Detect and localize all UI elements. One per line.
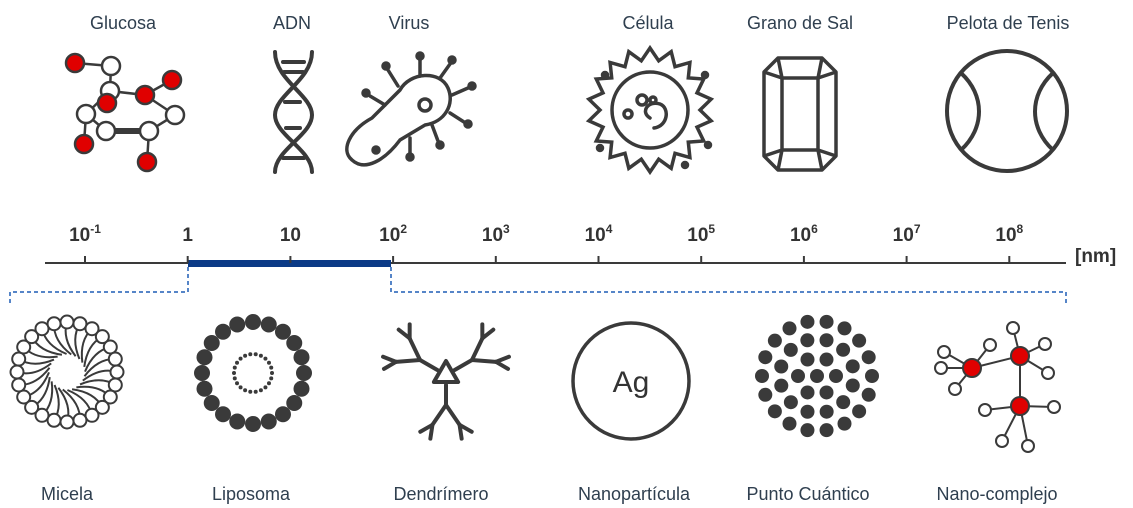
highlight-range-bar xyxy=(188,260,391,267)
top-label-pelota-de-tenis: Pelota de Tenis xyxy=(947,13,1070,33)
bracket-right xyxy=(390,267,1067,303)
scale-tick-label: 105 xyxy=(687,222,715,246)
quantum-dot-icon xyxy=(755,314,879,438)
bottom-label-nanoparticula: Nanopartícula xyxy=(578,484,691,504)
nanoparticle-icon: Ag xyxy=(571,321,691,441)
top-label-celula: Célula xyxy=(622,13,674,33)
bracket-left xyxy=(9,267,189,303)
scale-tick-label: 1 xyxy=(182,225,193,246)
cell-icon xyxy=(585,44,715,176)
top-label-adn: ADN xyxy=(273,13,311,33)
bottom-label-nano-complejo: Nano-complejo xyxy=(936,484,1057,504)
top-label-grano-de-sal: Grano de Sal xyxy=(747,13,853,33)
liposome-icon xyxy=(194,314,312,432)
dna-icon xyxy=(272,50,315,174)
nano-complex-icon xyxy=(934,321,1061,453)
dendrimer-icon xyxy=(381,322,511,441)
tennis-ball-icon xyxy=(945,49,1069,173)
scale-tick-label: 10-1 xyxy=(69,222,101,246)
scale-tick-label: 107 xyxy=(893,222,921,246)
top-label-virus: Virus xyxy=(389,13,430,33)
virus-icon xyxy=(345,51,477,167)
micelle-icon xyxy=(9,314,125,430)
bottom-label-punto-cuantico: Punto Cuántico xyxy=(746,484,869,504)
scale-tick-label: 106 xyxy=(790,222,818,246)
scale-tick-label: 108 xyxy=(995,222,1023,246)
bottom-label-liposoma: Liposoma xyxy=(212,484,291,504)
top-label-glucosa: Glucosa xyxy=(90,13,157,33)
nanoparticle-symbol: Ag xyxy=(613,366,650,399)
scale-tick-label: 104 xyxy=(585,222,613,246)
bottom-label-micela: Micela xyxy=(41,484,94,504)
glucose-molecule-icon xyxy=(64,52,186,173)
salt-grain-icon xyxy=(762,56,838,172)
bottom-label-dendrimero: Dendrímero xyxy=(393,484,488,504)
scale-ticks: 10-1 1 10 102 103 104 105 106 107 108 xyxy=(69,222,1024,263)
scale-tick-label: 103 xyxy=(482,222,510,246)
unit-label: [nm] xyxy=(1075,246,1116,267)
scale-tick-label: 102 xyxy=(379,222,407,246)
scale-tick-label: 10 xyxy=(280,225,301,246)
